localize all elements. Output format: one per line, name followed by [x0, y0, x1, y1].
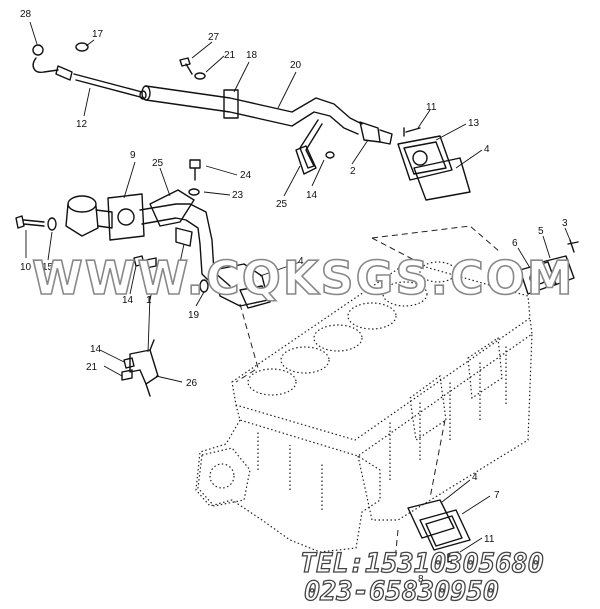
elbow-tube: [139, 189, 231, 293]
capscrew-bottom: [447, 551, 459, 563]
label-14-mid: 14: [122, 295, 134, 306]
assembly-guide-lines: [235, 225, 501, 561]
label-27: 27: [208, 32, 220, 43]
label-5: 5: [538, 226, 544, 237]
adapter-plate-top: [397, 135, 453, 181]
dipstick-rod: [73, 73, 147, 100]
label-11-top: 11: [426, 102, 437, 113]
label-24: 24: [240, 170, 252, 181]
contact-tel: TEL:15310305680: [300, 548, 544, 579]
leader-lines: [25, 21, 571, 553]
label-25-right: 25: [276, 199, 288, 210]
label-7: 7: [494, 490, 500, 501]
capscrew-right: [567, 239, 579, 253]
label-25-mid: 25: [152, 158, 164, 169]
clamp-bracket: [295, 145, 317, 175]
label-3: 3: [562, 218, 568, 229]
label-21-top: 21: [224, 50, 236, 61]
nut-14-low: [121, 357, 135, 381]
lower-flange: [213, 263, 271, 309]
nut-14-mid: [133, 255, 157, 269]
label-1: 1: [146, 295, 152, 306]
label-4-top: 4: [484, 144, 490, 155]
label-15: 15: [42, 262, 54, 273]
washer-15: [47, 217, 57, 231]
fill-cap: [65, 195, 113, 237]
label-28: 28: [20, 9, 32, 20]
washer-21: [194, 72, 206, 80]
label-9: 9: [130, 150, 136, 161]
capscrew-10: [15, 215, 45, 229]
label-4-mid: 4: [298, 256, 304, 267]
tube-fitting: [359, 121, 393, 145]
engine-block-outline: [195, 261, 533, 553]
support-bracket: [129, 339, 159, 397]
label-14-top: 14: [306, 190, 318, 201]
part-labels: 28 17 12 27 21 18 20 11 13 4 9 25 24 23 …: [20, 9, 568, 585]
label-14-low: 14: [90, 344, 102, 355]
watermark-text: WWW.CQKSGS.COM: [32, 251, 575, 305]
capscrew-top: [403, 127, 421, 137]
label-6: 6: [512, 238, 518, 249]
label-23: 23: [232, 190, 244, 201]
dipstick-handle: [32, 44, 73, 81]
label-8: 8: [418, 574, 424, 585]
label-2-top: 2: [350, 166, 356, 177]
washer-23: [188, 188, 200, 196]
washer-14: [325, 151, 335, 159]
cover-plate-bottom: [419, 509, 471, 551]
label-17: 17: [92, 29, 104, 40]
contact-phone: 023-65830950: [304, 576, 499, 607]
label-18: 18: [246, 50, 258, 61]
gasket-9: [107, 193, 145, 241]
label-13: 13: [468, 118, 480, 129]
gasket-bottom: [407, 499, 455, 539]
gasket-top: [413, 157, 471, 201]
label-19: 19: [188, 310, 200, 321]
label-11-bottom: 11: [484, 534, 495, 545]
label-10: 10: [20, 262, 32, 273]
label-4-bottom: 4: [472, 472, 478, 483]
gasket-right: [541, 255, 575, 287]
screw-24: [189, 159, 201, 181]
label-21-low: 21: [86, 362, 98, 373]
label-20: 20: [290, 60, 302, 71]
dipstick-seal: [75, 42, 89, 52]
label-2-mid: 2: [174, 274, 180, 285]
label-12: 12: [76, 119, 88, 130]
dipstick-tube: [141, 85, 363, 169]
label-26: 26: [186, 378, 198, 389]
screw-27: [179, 57, 193, 75]
